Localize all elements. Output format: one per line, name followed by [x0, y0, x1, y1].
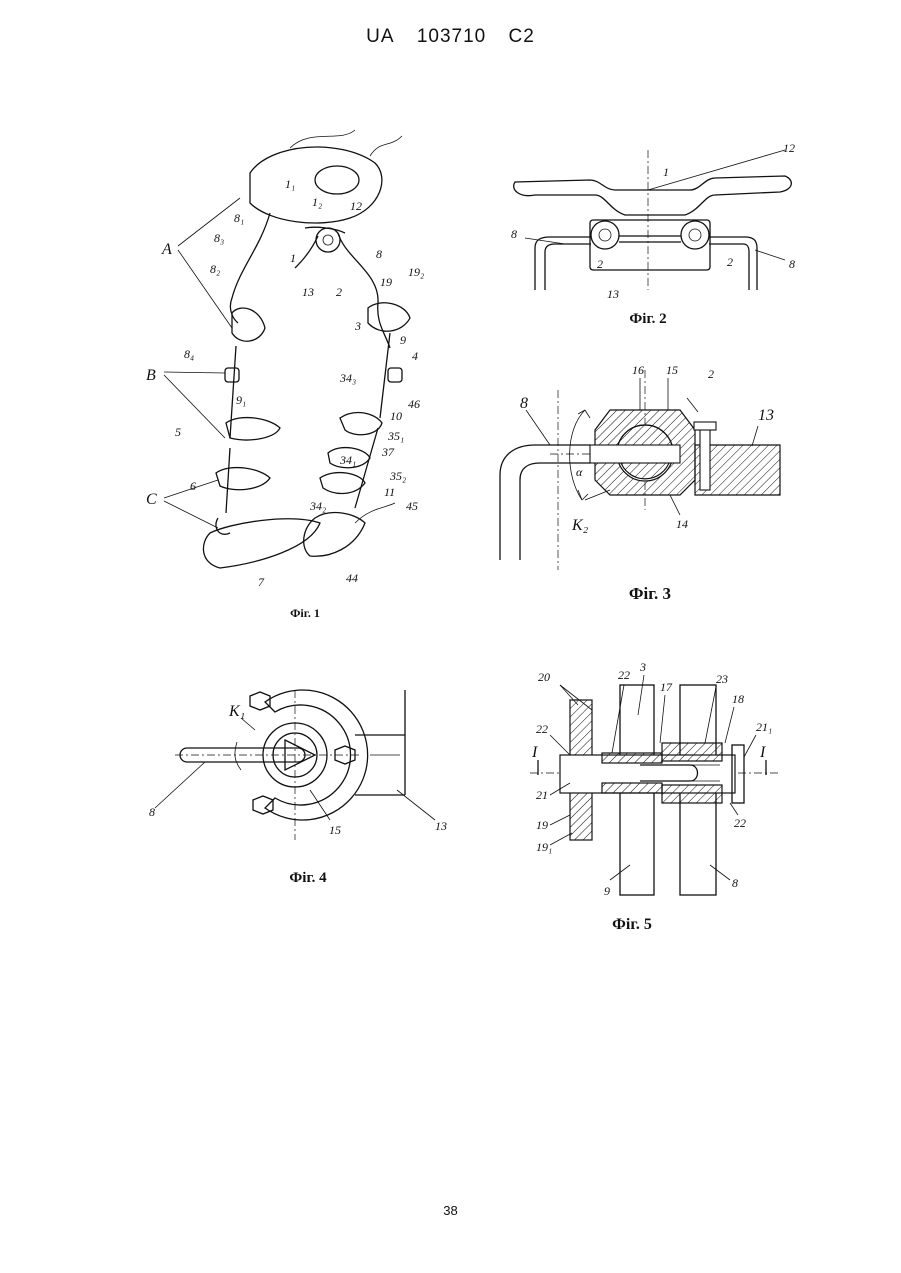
figure-5-caption: Фіг. 5	[592, 916, 672, 934]
fig5-label: 23	[716, 672, 728, 686]
fig1-label: 6	[190, 479, 196, 493]
fig1-label: 5	[175, 425, 181, 439]
fig1-label: 8₂	[210, 262, 220, 276]
fig3-label: 15	[666, 363, 678, 377]
figure-2-drawing: 1 12 8 2 13 2 8	[495, 140, 810, 300]
fig4-label: 8	[149, 805, 155, 819]
fig1-label: 8₄	[184, 347, 194, 361]
figure-2-caption: Фіг. 2	[608, 311, 688, 328]
fig3-label: α	[576, 465, 583, 479]
patent-number: 103710	[417, 26, 486, 47]
fig3-label: 8	[520, 395, 528, 412]
fig4-label: 15	[329, 823, 341, 837]
fig2-label: 1	[663, 165, 669, 179]
patent-kind: C2	[509, 26, 535, 47]
fig4-label: 13	[435, 819, 447, 833]
patent-country: UA	[366, 26, 394, 47]
fig1-label: 3	[354, 319, 361, 333]
page-number: 38	[0, 1203, 901, 1218]
figure-5-drawing: 20 22 3 17 23 18 22 I 21₁ I 21 22 19 19₁…	[520, 665, 790, 910]
fig5-label: 22	[536, 722, 548, 736]
fig3-label: 16	[632, 363, 644, 377]
fig5-label: 22	[734, 816, 746, 830]
fig5-label: 20	[538, 670, 550, 684]
fig2-label: 2	[727, 255, 733, 269]
fig3-label: K₂	[571, 517, 589, 534]
fig5-label: I	[759, 744, 766, 761]
fig1-label: 2	[336, 285, 342, 299]
figure-4-drawing: K₁ 8 15 13	[145, 680, 460, 850]
fig1-label: 1₂	[312, 195, 322, 209]
fig5-label: 22	[618, 668, 630, 682]
fig2-label: 12	[783, 141, 795, 155]
fig1-label: 12	[350, 199, 362, 213]
fig5-label: 8	[732, 876, 738, 890]
fig1-label-C: C	[146, 491, 157, 508]
fig1-label: 35₂	[389, 469, 406, 483]
fig5-label: I	[531, 744, 538, 761]
fig5-label: 18	[732, 692, 744, 706]
fig1-label: 13	[302, 285, 314, 299]
figure-3-caption: Фіг. 3	[610, 584, 690, 604]
fig2-label: 13	[607, 287, 619, 301]
fig5-label: 21₁	[756, 720, 772, 734]
fig1-label: 19₂	[408, 265, 424, 279]
fig1-label: 8₁	[234, 211, 244, 225]
fig1-label: 45	[406, 499, 418, 513]
fig3-label: 2	[708, 367, 714, 381]
fig3-label: 14	[676, 517, 688, 531]
fig5-label: 9	[604, 884, 610, 898]
fig1-label: 10	[390, 409, 402, 423]
figure-1-drawing: A B C 1₁ 1₂ 8₁ 8₃ 8₂ 8₄ 9₁ 5 6 7 12 13 1…	[140, 118, 440, 598]
fig1-label: 37	[381, 445, 395, 459]
fig1-label: 34₃	[339, 371, 356, 385]
fig3-label: 13	[758, 407, 774, 424]
fig1-label: 8	[376, 247, 382, 261]
fig2-label: 8	[789, 257, 795, 271]
patent-header: UA 103710 C2	[0, 26, 901, 48]
fig5-label: 3	[639, 660, 646, 674]
fig1-label: 8₃	[214, 231, 224, 245]
fig1-label: 35₁	[387, 429, 404, 443]
fig1-label: 1	[290, 251, 296, 265]
figure-1-caption: Фіг. 1	[270, 606, 340, 621]
fig1-label: 1₁	[285, 177, 295, 191]
fig2-label: 8	[511, 227, 517, 241]
fig2-label: 2	[597, 257, 603, 271]
fig1-label: 46	[408, 397, 420, 411]
fig1-label: 4	[412, 349, 418, 363]
fig1-label: 11	[384, 485, 395, 499]
fig1-label-B: B	[146, 367, 156, 384]
figure-3-drawing: 16 15 2 8 13 α K₂ 14	[490, 350, 790, 580]
fig1-label: 9₁	[236, 393, 246, 407]
fig4-label: K₁	[228, 703, 245, 720]
fig5-label: 19₁	[536, 840, 552, 854]
fig1-label-A: A	[161, 241, 172, 258]
figure-4-caption: Фіг. 4	[268, 870, 348, 887]
fig1-label: 9	[400, 333, 406, 347]
fig1-label: 34₂	[309, 499, 326, 513]
fig1-label: 7	[258, 575, 265, 589]
fig5-label: 17	[660, 680, 673, 694]
fig1-label: 34₁	[339, 453, 356, 467]
fig5-label: 21	[536, 788, 548, 802]
fig1-label: 44	[346, 571, 358, 585]
fig1-label: 19	[380, 275, 392, 289]
fig5-label: 19	[536, 818, 548, 832]
